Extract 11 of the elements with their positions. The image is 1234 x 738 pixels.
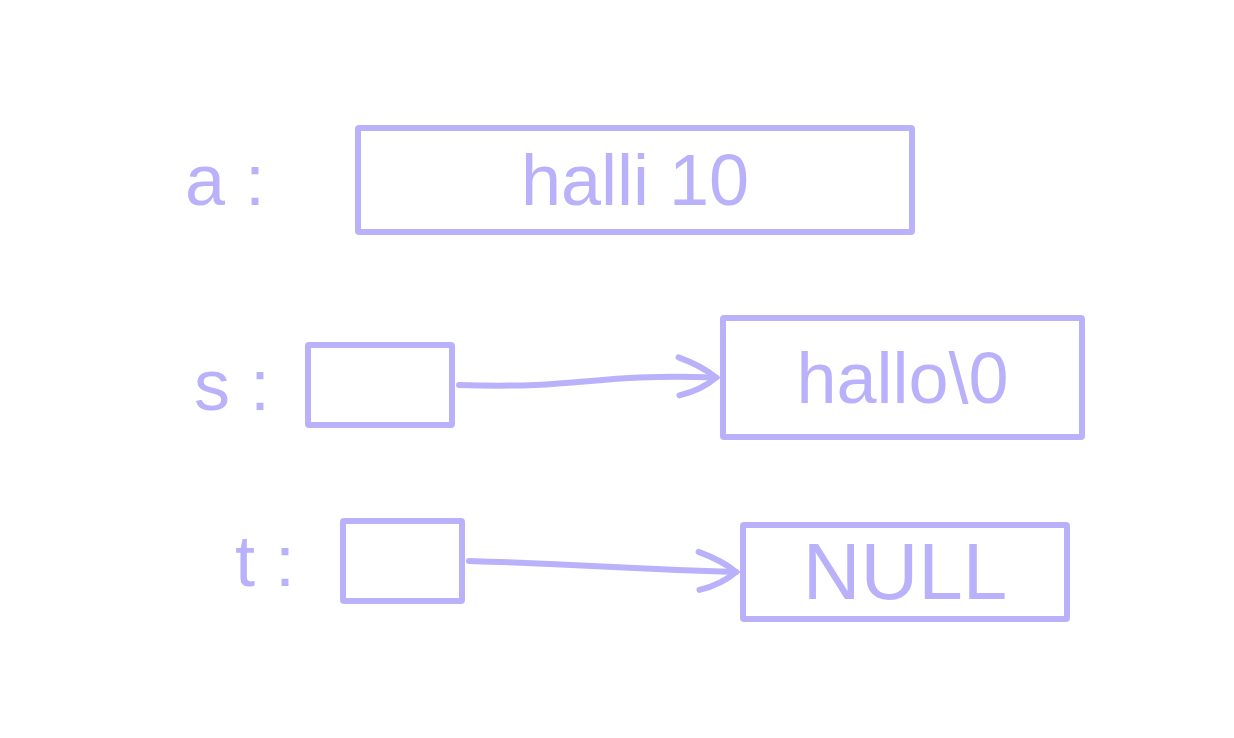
value-box — [355, 125, 915, 235]
value-text: halli 10 — [520, 144, 750, 216]
pointer-box — [340, 518, 465, 604]
variable-name: a : — [184, 144, 265, 216]
pointer-box — [305, 342, 455, 428]
variable-name: s : — [194, 349, 270, 421]
value-text: hallo\0 — [796, 341, 1009, 414]
value-box — [720, 315, 1085, 440]
value-box — [740, 522, 1070, 622]
variable-name: t : — [235, 525, 295, 597]
value-text: NULL — [802, 532, 1008, 612]
